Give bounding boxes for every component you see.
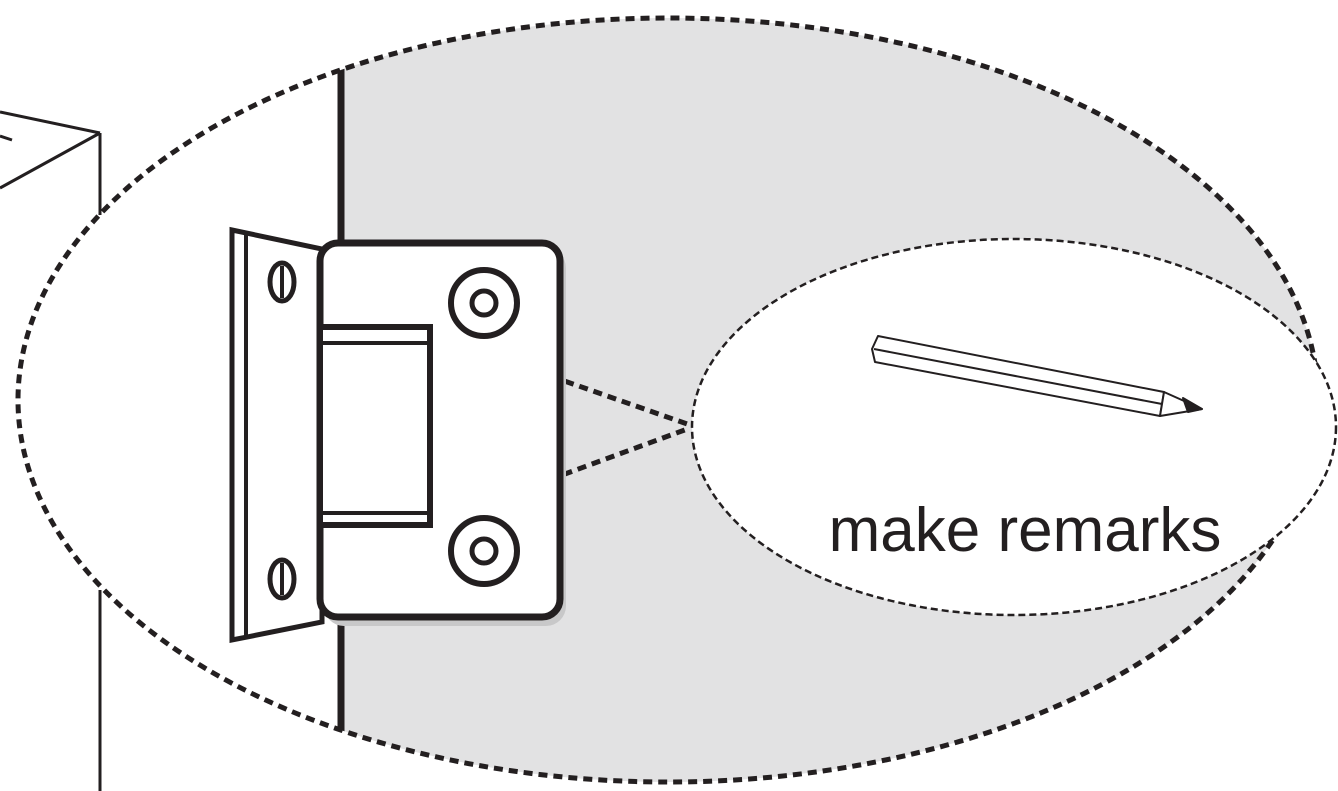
cabinet-outline (0, 110, 102, 791)
remark-bubble (690, 237, 1338, 617)
screw-hole-icon (267, 260, 297, 304)
hinge-wall-leaf (229, 226, 325, 644)
screw-hole-icon (448, 267, 520, 339)
screw-hole-icon (267, 557, 297, 601)
hinge-illustration (229, 226, 566, 644)
pencil-icon (871, 335, 1203, 417)
hinge-knuckle (317, 324, 433, 528)
screw-hole-icon (448, 515, 520, 587)
remark-label: make remarks (829, 496, 1222, 565)
